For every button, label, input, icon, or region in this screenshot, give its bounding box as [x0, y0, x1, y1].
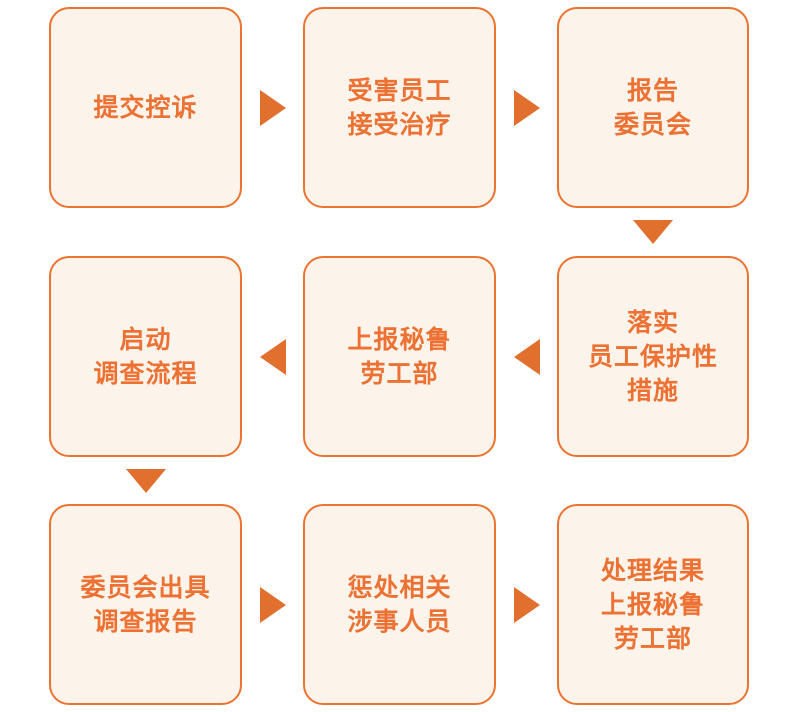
node-label: 报告 委员会 [613, 76, 692, 139]
arrow-right-icon [513, 89, 540, 126]
arrow-right-icon [259, 586, 286, 623]
arrow-right-icon [259, 89, 286, 126]
node-label: 委员会出具 调查报告 [80, 573, 211, 636]
node-start-investigation: 启动 调查流程 [49, 256, 242, 457]
arrow-cell [557, 208, 749, 256]
flowchart-grid: 提交控诉 受害员工 接受治疗 报告 委员会 启动 调查流程 上报秘鲁 劳工部 [49, 7, 750, 705]
node-victim-treatment: 受害员工 接受治疗 [303, 7, 496, 208]
node-implement-protection: 落实 员工保护性 措施 [557, 256, 749, 457]
arrow-left-icon [259, 338, 286, 375]
node-label: 上报秘鲁 劳工部 [347, 325, 452, 388]
arrow-cell [496, 7, 557, 208]
arrow-down-icon [125, 468, 166, 493]
node-report-peru-labor-ministry: 上报秘鲁 劳工部 [303, 256, 496, 457]
node-results-report-peru-labor-ministry: 处理结果 上报秘鲁 劳工部 [557, 504, 749, 705]
arrow-down-icon [633, 220, 673, 244]
node-label: 启动 调查流程 [93, 325, 198, 388]
node-punish-involved: 惩处相关 涉事人员 [303, 504, 496, 705]
arrow-cell [242, 256, 303, 457]
arrow-cell [496, 504, 557, 705]
node-report-committee: 报告 委员会 [557, 7, 749, 208]
node-label: 落实 员工保护性 措施 [587, 308, 718, 405]
node-label: 受害员工 接受治疗 [347, 76, 452, 139]
node-committee-issues-report: 委员会出具 调查报告 [49, 504, 242, 705]
node-label: 惩处相关 涉事人员 [347, 573, 452, 636]
arrow-left-icon [513, 338, 540, 375]
node-submit-complaint: 提交控诉 [49, 7, 242, 208]
arrow-cell [242, 7, 303, 208]
node-label: 处理结果 上报秘鲁 劳工部 [600, 556, 705, 653]
arrow-cell [242, 504, 303, 705]
arrow-right-icon [513, 586, 540, 623]
arrow-cell [496, 256, 557, 457]
node-label: 提交控诉 [93, 93, 198, 122]
arrow-cell [49, 457, 242, 504]
